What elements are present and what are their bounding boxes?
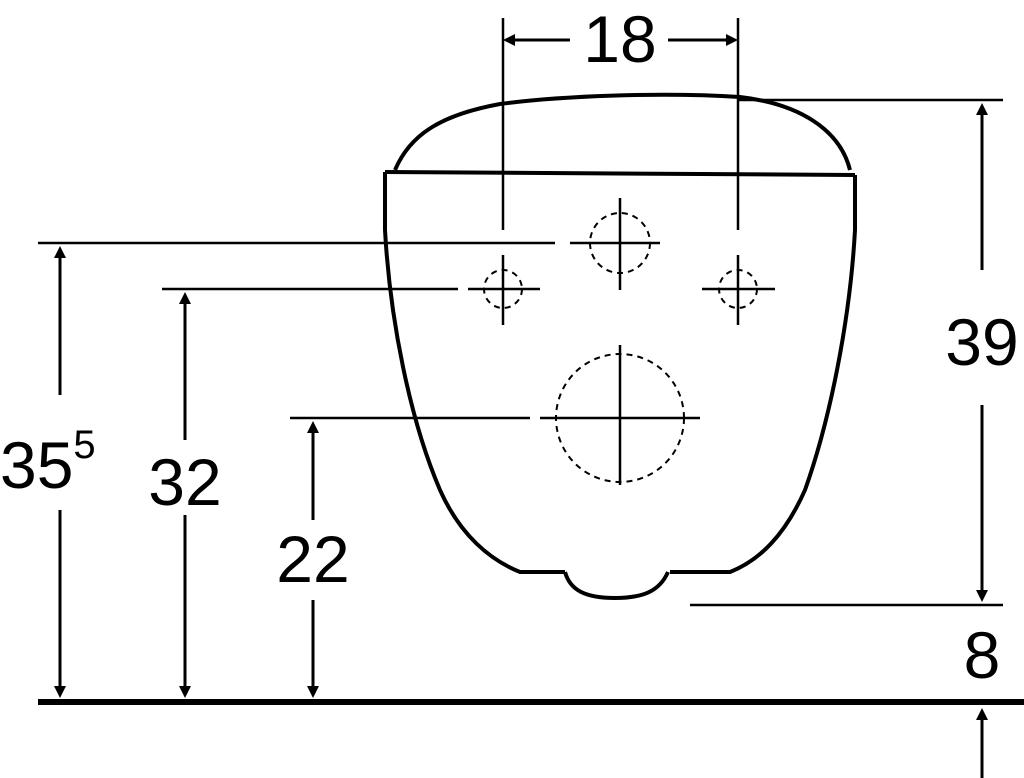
reference-lines [38, 18, 1003, 607]
dim-label-35-base: 35 [0, 428, 73, 502]
dimension-arrows [54, 34, 988, 778]
dim-label-22: 22 [276, 522, 349, 596]
dim-label-8: 8 [964, 618, 1001, 692]
dim-label-35-superscript: 5 [73, 423, 95, 467]
dim-label-18: 18 [583, 2, 656, 76]
dim-label-39: 39 [945, 305, 1018, 379]
dim-label-35-5: 355 [0, 423, 96, 502]
dim-label-32: 32 [148, 445, 221, 519]
center-crosshairs [468, 198, 775, 485]
